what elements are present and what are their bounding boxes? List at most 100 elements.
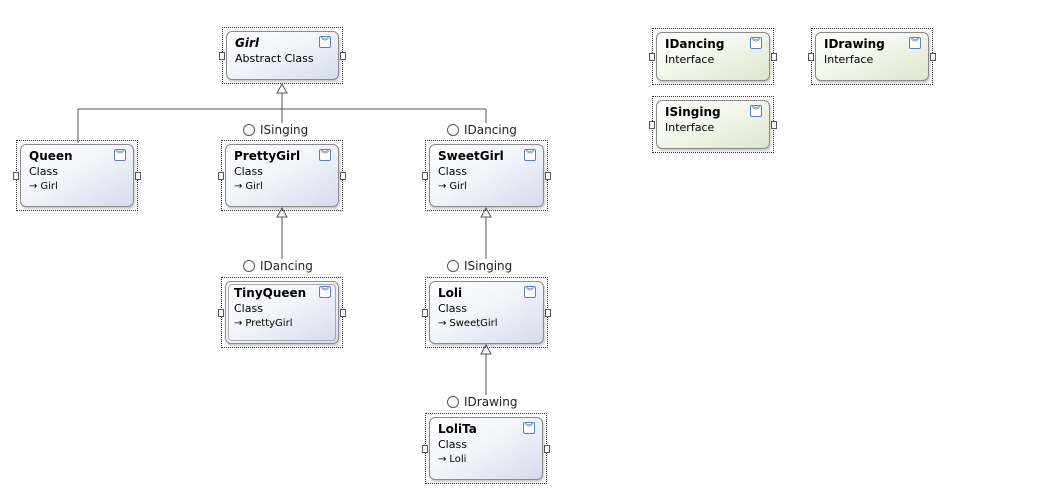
shape-name: Queen (29, 149, 73, 163)
shape-body[interactable]: PrettyGirl Class →Girl ︾ (225, 144, 339, 207)
double-chevron-down-icon[interactable]: ︾ (319, 286, 331, 298)
shape-body[interactable]: Loli Class →SweetGirl ︾ (429, 281, 544, 344)
inherit-arrow-icon: → (234, 318, 243, 329)
lollipop-label: IDancing (464, 123, 517, 137)
base-class-name: SweetGirl (449, 318, 498, 329)
lollipop-label: IDrawing (464, 395, 518, 409)
base-class-label: →SweetGirl (438, 318, 498, 329)
double-chevron-down-icon[interactable]: ︾ (750, 37, 762, 49)
lollipop-sweetgirl-idancing[interactable]: IDancing (447, 123, 517, 137)
port-left[interactable] (649, 120, 655, 129)
inherit-arrow-icon: → (438, 181, 447, 192)
shape-queen[interactable]: Queen Class →Girl ︾ (13, 140, 141, 211)
shape-body[interactable]: IDrawing Interface ︾ (815, 32, 929, 81)
port-left[interactable] (13, 171, 19, 180)
shape-tinyqueen[interactable]: TinyQueen Class →PrettyGirl ︾ (218, 277, 346, 348)
shape-body[interactable]: Queen Class →Girl ︾ (20, 144, 134, 207)
shape-body[interactable]: Girl Abstract Class ︾ (226, 31, 339, 80)
lollipop-prettygirl-isinging[interactable]: ISinging (243, 123, 308, 137)
shape-girl[interactable]: Girl Abstract Class ︾ (219, 27, 346, 84)
base-class-label: →PrettyGirl (234, 318, 292, 329)
shape-kind: Class (234, 302, 263, 315)
port-right[interactable] (930, 52, 936, 61)
shape-isinging[interactable]: ISinging Interface ︾ (649, 96, 777, 153)
shape-name: IDancing (665, 37, 725, 51)
port-left[interactable] (422, 308, 428, 317)
lollipop-tinyqueen-idancing[interactable]: IDancing (243, 259, 313, 273)
shape-kind: Class (29, 165, 58, 178)
double-chevron-down-icon[interactable]: ︾ (114, 149, 126, 161)
inherit-arrow-icon: → (234, 181, 243, 192)
port-right[interactable] (340, 51, 346, 60)
port-left[interactable] (218, 171, 224, 180)
shape-loli[interactable]: Loli Class →SweetGirl ︾ (422, 277, 551, 348)
base-class-label: →Girl (438, 181, 467, 192)
lollipop-label: IDancing (260, 259, 313, 273)
port-left[interactable] (808, 52, 814, 61)
shape-body[interactable]: LoliTa Class →Loli ︾ (429, 417, 543, 480)
port-right[interactable] (545, 308, 551, 317)
port-right[interactable] (544, 444, 550, 453)
shape-idrawing[interactable]: IDrawing Interface ︾ (808, 28, 936, 85)
shape-name: Girl (235, 36, 259, 50)
shape-name: TinyQueen (234, 286, 307, 300)
shape-body[interactable]: SweetGirl Class →Girl ︾ (429, 144, 544, 207)
base-class-name: Loli (449, 454, 467, 465)
shape-name: LoliTa (438, 422, 477, 436)
double-chevron-down-icon[interactable]: ︾ (524, 286, 536, 298)
shape-body[interactable]: TinyQueen Class →PrettyGirl ︾ (225, 281, 339, 344)
interface-lollipop-icon (243, 124, 255, 136)
base-class-name: Girl (245, 181, 263, 192)
shape-kind: Class (438, 438, 467, 451)
shape-kind: Interface (824, 53, 874, 66)
double-chevron-down-icon[interactable]: ︾ (319, 36, 331, 48)
interface-lollipop-icon (447, 260, 459, 272)
inheritance-arrowhead-girl (276, 82, 288, 94)
double-chevron-down-icon[interactable]: ︾ (523, 422, 535, 434)
shape-body[interactable]: ISinging Interface ︾ (656, 100, 770, 149)
interface-lollipop-icon (243, 260, 255, 272)
port-left[interactable] (649, 52, 655, 61)
lollipop-loli-isinging[interactable]: ISinging (447, 259, 512, 273)
shape-kind: Interface (665, 121, 715, 134)
shape-kind: Abstract Class (235, 52, 314, 65)
port-left[interactable] (422, 444, 428, 453)
shape-idancing[interactable]: IDancing Interface ︾ (649, 28, 777, 85)
double-chevron-down-icon[interactable]: ︾ (909, 37, 921, 49)
shape-name: Loli (438, 286, 463, 300)
base-class-label: →Girl (29, 181, 58, 192)
shape-prettygirl[interactable]: PrettyGirl Class →Girl ︾ (218, 140, 346, 211)
inherit-arrow-icon: → (438, 454, 447, 465)
shape-sweetgirl[interactable]: SweetGirl Class →Girl ︾ (422, 140, 551, 211)
shape-name: ISinging (665, 105, 721, 119)
double-chevron-down-icon[interactable]: ︾ (750, 105, 762, 117)
port-left[interactable] (422, 171, 428, 180)
shape-lolita[interactable]: LoliTa Class →Loli ︾ (422, 413, 550, 484)
inherit-arrow-icon: → (438, 318, 447, 329)
port-right[interactable] (135, 171, 141, 180)
lollipop-label: ISinging (464, 259, 513, 273)
base-class-label: →Loli (438, 454, 466, 465)
port-right[interactable] (771, 120, 777, 129)
inherit-arrow-icon: → (29, 181, 38, 192)
port-right[interactable] (340, 171, 346, 180)
port-right[interactable] (771, 52, 777, 61)
interface-lollipop-icon (447, 124, 459, 136)
base-class-name: Girl (40, 181, 58, 192)
shape-body[interactable]: IDancing Interface ︾ (656, 32, 770, 81)
shape-kind: Interface (665, 53, 715, 66)
base-class-name: PrettyGirl (245, 318, 293, 329)
double-chevron-down-icon[interactable]: ︾ (319, 149, 331, 161)
shape-kind: Class (438, 302, 467, 315)
port-left[interactable] (218, 308, 224, 317)
shape-name: SweetGirl (438, 149, 504, 163)
port-right[interactable] (340, 308, 346, 317)
double-chevron-down-icon[interactable]: ︾ (524, 149, 536, 161)
lollipop-lolita-idrawing[interactable]: IDrawing (447, 395, 517, 409)
port-left[interactable] (219, 51, 225, 60)
shape-name: PrettyGirl (234, 149, 301, 163)
port-right[interactable] (545, 171, 551, 180)
interface-lollipop-icon (447, 396, 459, 408)
